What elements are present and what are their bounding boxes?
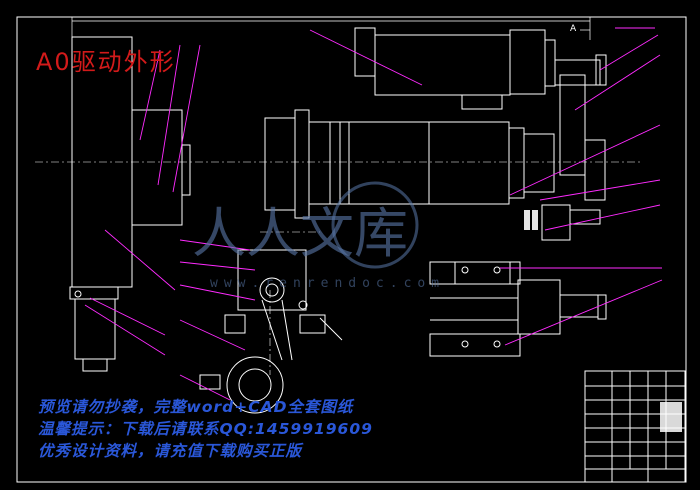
dark-fills xyxy=(524,210,538,230)
center-lines xyxy=(35,161,640,375)
left-column xyxy=(69,36,191,372)
section-label: A xyxy=(570,24,577,34)
lower-right-cylinder xyxy=(429,261,607,357)
notice-line-1: 预览请勿抄袭，完整word+CAD全套图纸 xyxy=(38,398,354,416)
right-linkage xyxy=(541,54,607,241)
main-cylinder xyxy=(264,109,555,219)
notice-line-3: 优秀设计资料，请充值下载购买正版 xyxy=(38,442,303,460)
top-cylinder xyxy=(354,27,556,110)
notice-line-2: 温馨提示：下载后请联系QQ:1459919609 xyxy=(38,420,373,438)
watermark-logo xyxy=(331,181,419,269)
bottom-mechanism xyxy=(199,249,343,414)
watermark-logo-text: 人人文库 xyxy=(192,202,408,265)
leader-lines xyxy=(84,27,663,401)
watermark-site: www.renrendoc.com xyxy=(210,276,446,291)
drawing-frame xyxy=(16,16,687,483)
drawing-title: A0驱动外形 xyxy=(36,48,176,76)
